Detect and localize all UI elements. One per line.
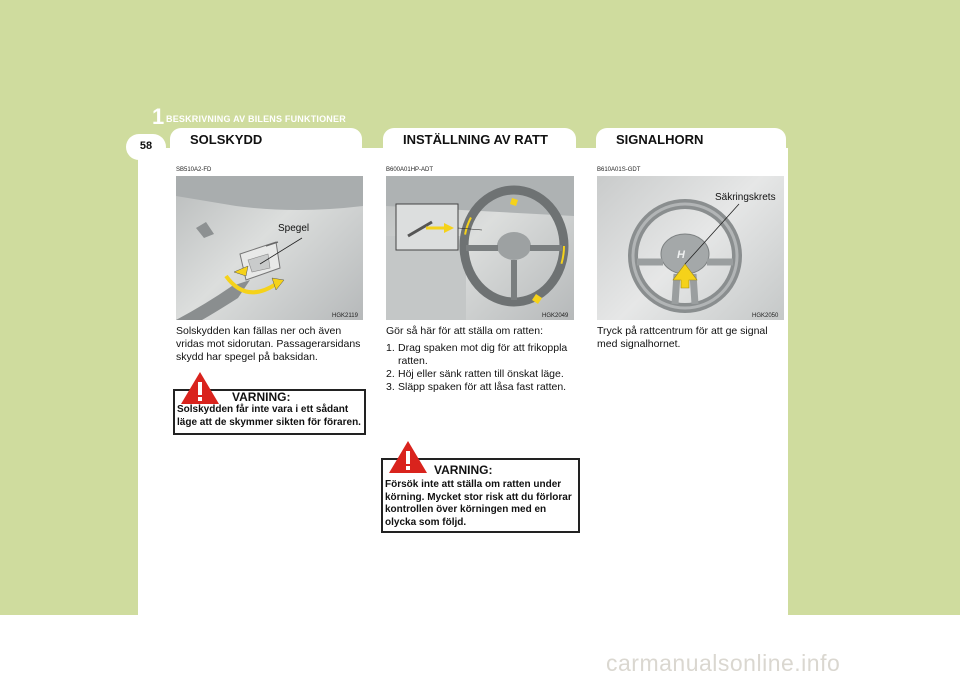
chapter-number: 1 <box>152 104 165 129</box>
warning-box <box>381 458 580 533</box>
steps-list: 1.Drag spaken mot dig för att frikoppla … <box>386 342 578 394</box>
list-item: 1.Drag spaken mot dig för att frikoppla … <box>386 342 568 367</box>
body-text: Solskydden kan fällas ner och även vrida… <box>176 325 364 364</box>
steering-wheel-illustration <box>386 176 574 320</box>
sun-visor-figure <box>176 176 363 320</box>
sun-visor-illustration <box>176 176 363 320</box>
section-title-signalhorn: SIGNALHORN <box>596 128 786 150</box>
figure-label-sakringskrets: Säkringskrets <box>715 192 776 203</box>
figure-code: HGK2050 <box>752 313 779 319</box>
warning-heading: VARNING: <box>434 463 493 477</box>
section-title-ratt: INSTÄLLNING AV RATT <box>383 128 576 150</box>
section-title-solskydd: SOLSKYDD <box>170 128 362 150</box>
horn-illustration: H <box>628 199 742 313</box>
warning-triangle-icon <box>181 372 219 404</box>
body-text: Tryck på rattcentrum för att ge signal m… <box>597 325 785 351</box>
figure-code: HGK2119 <box>332 313 358 319</box>
paragraph: Solskydden kan fällas ner och även vrida… <box>176 325 361 363</box>
warning-box <box>173 389 366 435</box>
watermark: carmanualsonline.info <box>606 650 841 676</box>
figure-label-spegel: Spegel <box>278 223 310 234</box>
warning-text: Solskydden får inte vara i ett sådant lä… <box>177 404 361 428</box>
svg-text:H: H <box>677 249 686 261</box>
warning-heading: VARNING: <box>232 390 291 404</box>
section-code: B600A01HP-ADT <box>386 167 434 173</box>
section-code: B610A01S-GDT <box>597 167 641 173</box>
intro: Gör så här för att ställa om ratten: <box>386 325 543 337</box>
warning-triangle-icon <box>389 441 427 473</box>
body-text: Gör så här för att ställa om ratten: 1.D… <box>386 325 578 394</box>
steering-figure <box>386 176 574 320</box>
chapter-title: BESKRIVNING AV BILENS FUNKTIONER <box>166 114 346 124</box>
horn-figure: H <box>597 176 784 320</box>
section-code: SB510A2-FD <box>176 167 212 173</box>
warning-text: Försök inte att ställa om ratten under k… <box>385 479 572 528</box>
list-item: 3.Släpp spaken för att låsa fast ratten. <box>386 381 567 393</box>
page-number: 58 <box>126 134 166 160</box>
figure-code: HGK2049 <box>542 313 569 319</box>
paragraph: Tryck på rattcentrum för att ge signal m… <box>597 325 768 350</box>
list-item: 2.Höj eller sänk ratten till önskat läge… <box>386 368 564 380</box>
